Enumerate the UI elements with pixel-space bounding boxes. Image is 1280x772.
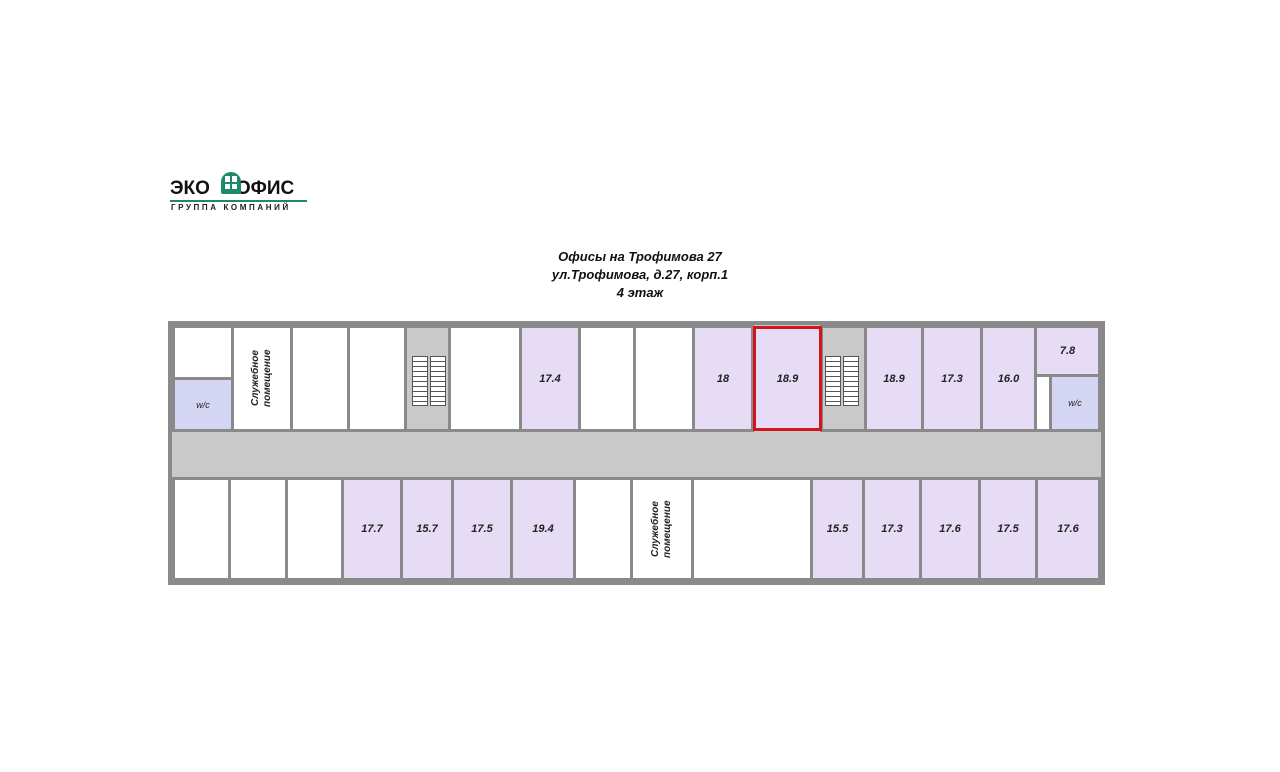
room-area: 18.9 <box>776 372 799 385</box>
room-blank <box>172 325 234 380</box>
room-service: Служебное помещение <box>231 325 293 432</box>
room-area: 17.3 <box>881 523 903 535</box>
room-area: 7.8 <box>1059 345 1076 357</box>
room-blank <box>172 477 231 581</box>
room-service: Служебное помещение <box>630 477 694 581</box>
room-blank <box>290 325 350 432</box>
room-blank <box>633 325 695 432</box>
room-label: Служебное помещение <box>650 500 673 558</box>
room-area: 17.3 <box>941 372 963 385</box>
room-area: 17.5 <box>997 523 1019 535</box>
logo-text-left: ЭКО <box>170 178 210 199</box>
room-area: 17.7 <box>361 523 383 535</box>
office-18[interactable]: 18 <box>692 325 754 432</box>
room-wc: w/c <box>172 377 234 432</box>
office-17-6[interactable]: 17.6 <box>919 477 981 581</box>
office-19-4[interactable]: 19.4 <box>510 477 576 581</box>
room-blank <box>578 325 636 432</box>
room-area: 17.4 <box>539 372 561 385</box>
room-blank <box>691 477 813 581</box>
room-blank <box>573 477 633 581</box>
room-area: 18.9 <box>883 372 905 385</box>
floor-plan: w/c Служебное помещение 17.4 18 18.9 17.… <box>168 321 1105 585</box>
office-16-0[interactable]: 16.0 <box>980 325 1037 432</box>
plan-header: Офисы на Трофимова 27 ул.Трофимова, д.27… <box>440 248 840 302</box>
room-area: 19.4 <box>532 523 554 535</box>
logo-divider <box>170 200 307 202</box>
plan-floor: 4 этаж <box>616 285 664 300</box>
plan-address: ул.Трофимова, д.27, корп.1 <box>551 267 729 282</box>
room-wc: w/c <box>1049 374 1101 432</box>
office-18-9-b[interactable]: 18.9 <box>864 325 924 432</box>
room-blank <box>448 325 522 432</box>
room-blank <box>1034 374 1052 432</box>
logo-text-right: ОФИС <box>235 178 295 199</box>
room-label: w/c <box>1068 398 1082 408</box>
room-area: 17.5 <box>471 523 493 535</box>
stairwell <box>404 325 451 432</box>
office-17-5-b[interactable]: 17.5 <box>978 477 1038 581</box>
room-area: 18 <box>716 372 730 385</box>
stairs-icon <box>843 356 859 406</box>
room-area: 15.7 <box>416 523 438 535</box>
room-blank <box>285 477 344 581</box>
stairwell <box>820 325 867 432</box>
stairs-icon <box>412 356 428 406</box>
office-15-7[interactable]: 15.7 <box>400 477 454 581</box>
window-icon <box>221 172 241 194</box>
plan-title: Офисы на Трофимова 27 <box>558 249 722 264</box>
office-17-5[interactable]: 17.5 <box>451 477 513 581</box>
stairs-icon <box>430 356 446 406</box>
room-label: w/c <box>196 399 210 410</box>
room-area: 17.6 <box>939 523 961 535</box>
office-17-4[interactable]: 17.4 <box>519 325 581 432</box>
office-17-3[interactable]: 17.3 <box>921 325 983 432</box>
room-area: 15.5 <box>826 523 849 535</box>
stairs-icon <box>825 356 841 406</box>
office-15-5[interactable]: 15.5 <box>810 477 865 581</box>
office-7-8[interactable]: 7.8 <box>1034 325 1101 377</box>
office-17-6-b[interactable]: 17.6 <box>1035 477 1101 581</box>
company-logo: ЭКО ОФИС ГРУППА КОМПАНИЙ <box>170 172 310 217</box>
room-area: 17.6 <box>1057 523 1079 535</box>
office-18-9-selected[interactable]: 18.9 <box>753 326 822 431</box>
room-label: Служебное помещение <box>250 349 273 408</box>
office-17-3-b[interactable]: 17.3 <box>862 477 922 581</box>
room-blank <box>347 325 407 432</box>
room-blank <box>228 477 288 581</box>
logo-subtitle: ГРУППА КОМПАНИЙ <box>171 203 291 212</box>
room-area: 16.0 <box>997 372 1020 385</box>
office-17-7[interactable]: 17.7 <box>341 477 403 581</box>
